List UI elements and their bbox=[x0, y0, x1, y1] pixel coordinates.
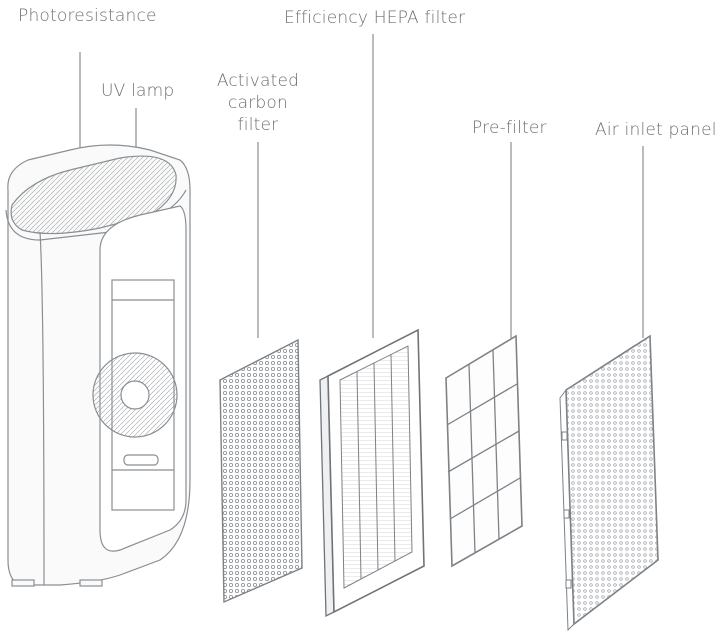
purifier-top-grille bbox=[10, 155, 177, 235]
purifier-inner-frame bbox=[111, 279, 175, 511]
air-inlet-panel-frame bbox=[565, 334, 659, 626]
pre-filter bbox=[445, 334, 523, 568]
label-activated-carbon-filter: Activated carbon filter bbox=[210, 70, 306, 136]
label-uv-lamp: UV lamp bbox=[101, 81, 175, 101]
pre-filter-grid bbox=[446, 349, 521, 554]
hepa-filter bbox=[319, 328, 425, 618]
air-inlet-panel-rim bbox=[559, 388, 575, 632]
label-pre-filter: Pre-filter bbox=[472, 118, 547, 138]
uv-lamp-tube bbox=[123, 454, 159, 466]
air-inlet-panel bbox=[559, 334, 659, 632]
label-activated-carbon-line-2: carbon bbox=[228, 93, 288, 113]
air-purifier-unit bbox=[5, 144, 191, 587]
label-activated-carbon-line-1: Activated bbox=[216, 71, 300, 91]
label-air-inlet-panel: Air inlet panel bbox=[595, 120, 717, 140]
label-activated-carbon-line-3: filter bbox=[237, 115, 279, 135]
air-inlet-panel-tabs bbox=[561, 431, 572, 589]
activated-carbon-filter bbox=[219, 338, 303, 604]
label-hepa-filter: Efficiency HEPA filter bbox=[284, 8, 466, 28]
purifier-side-seam bbox=[39, 231, 45, 586]
purifier-foot-right bbox=[79, 579, 103, 587]
carbon-filter-panel bbox=[219, 338, 303, 604]
purifier-foot-left bbox=[11, 579, 35, 587]
label-photoresistance: Photoresistance bbox=[18, 6, 157, 26]
hepa-filter-ribs bbox=[356, 354, 396, 580]
